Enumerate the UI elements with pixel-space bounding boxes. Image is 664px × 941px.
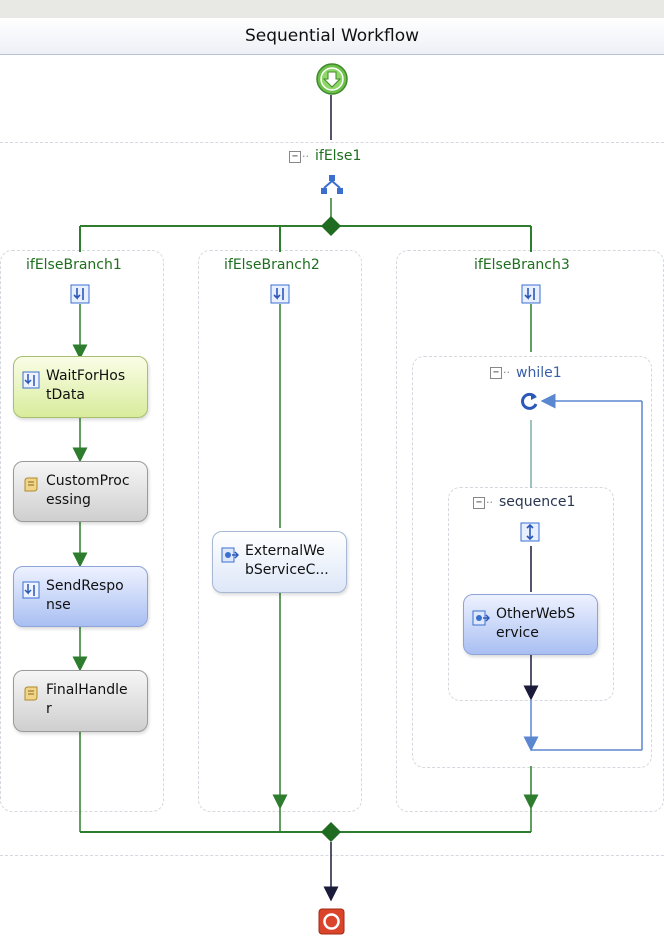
sequence-collapse-toggle[interactable]: −: [473, 497, 485, 509]
activity-label: WaitForHos tData: [46, 368, 126, 403]
activity-custom-processing[interactable]: CustomProc essing: [13, 461, 148, 522]
sequence-label[interactable]: sequence1: [499, 494, 576, 510]
branch2-label[interactable]: ifElseBranch2: [224, 257, 320, 273]
ifelse-dots: ··: [302, 150, 309, 163]
handler-icon: [22, 581, 40, 599]
sequence-icon: [520, 522, 540, 542]
activity-label: ExternalWe bServiceC...: [245, 543, 329, 578]
branch-icon: [521, 284, 541, 304]
activity-label: OtherWebS ervice: [496, 606, 576, 641]
while-dots: ··: [503, 366, 510, 379]
activity-label: SendRespo nse: [46, 578, 124, 613]
stop-square-icon[interactable]: [318, 908, 345, 935]
branch-icon: [70, 284, 90, 304]
code-scroll-icon: [24, 686, 38, 701]
ifelse-branch-icon: [321, 175, 343, 194]
ifelse-collapse-toggle[interactable]: −: [289, 151, 301, 163]
activity-wait-for-host-data[interactable]: WaitForHos tData: [13, 356, 148, 418]
ifelse-label[interactable]: ifElse1: [315, 148, 362, 164]
web-service-icon: [472, 610, 490, 626]
ifelse-container[interactable]: [0, 142, 664, 856]
activity-other-web-service[interactable]: OtherWebS ervice: [463, 594, 598, 655]
start-circle-icon[interactable]: [315, 62, 349, 96]
branch1-label[interactable]: ifElseBranch1: [26, 257, 122, 273]
activity-final-handler[interactable]: FinalHandle r: [13, 670, 148, 732]
sequence-dots: ··: [486, 496, 493, 509]
workflow-title-bar: Sequential Workflow: [0, 18, 664, 55]
while-collapse-toggle[interactable]: −: [490, 367, 502, 379]
handler-icon: [22, 371, 40, 389]
workflow-title: Sequential Workflow: [244, 26, 420, 46]
while-container[interactable]: [412, 356, 652, 768]
branch-icon: [270, 284, 290, 304]
branch1-container[interactable]: [0, 250, 164, 812]
branch3-label[interactable]: ifElseBranch3: [474, 257, 570, 273]
web-service-icon: [221, 547, 239, 563]
activity-send-response[interactable]: SendRespo nse: [13, 566, 148, 627]
code-scroll-icon: [24, 477, 38, 492]
loop-arrow-icon: [521, 392, 538, 410]
activity-label: CustomProc essing: [46, 473, 130, 508]
while-label[interactable]: while1: [516, 365, 562, 381]
activity-label: FinalHandle r: [46, 682, 128, 717]
activity-external-web-service-call[interactable]: ExternalWe bServiceC...: [212, 531, 347, 593]
